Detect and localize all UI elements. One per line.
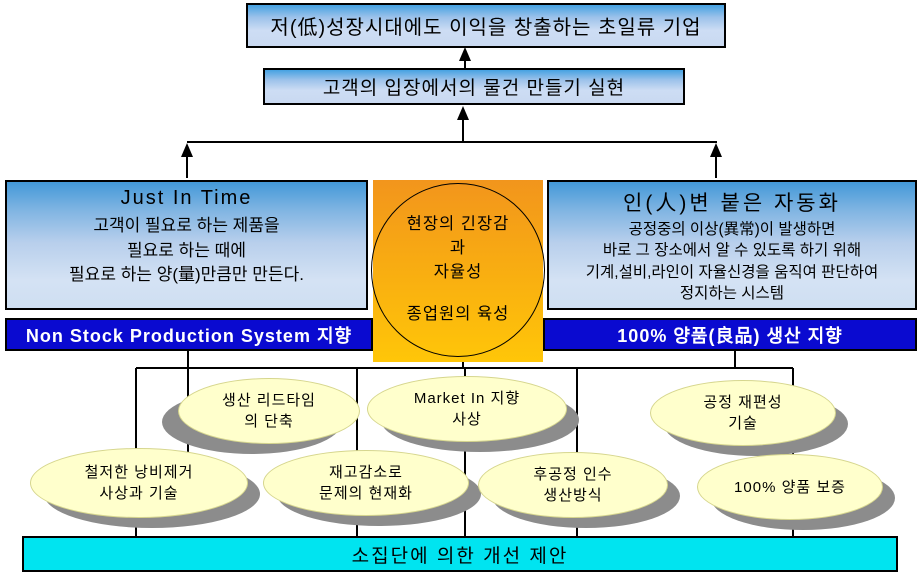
- arrow-jidoka-up: [710, 143, 722, 178]
- non-stock-bar: Non Stock Production System 지향: [5, 318, 373, 351]
- ellipse-text: 문제의 현재화: [319, 485, 413, 502]
- jit-panel: Just In Time 고객이 필요로 하는 제품을 필요로 하는 때에 필요…: [5, 180, 368, 310]
- jit-body-line: 필요로 하는 양(量)만큼만 만든다.: [69, 265, 304, 285]
- jit-body-line: 고객이 필요로 하는 제품을: [93, 216, 280, 235]
- ellipse-lead-time: 생산 리드타임 의 단축: [162, 378, 360, 454]
- circle-line: 종업원의 육성: [406, 304, 510, 323]
- ellipse-text: 기술: [728, 415, 758, 432]
- ellipse-waste-elimination: 철저한 낭비제거 사상과 기술: [30, 448, 260, 528]
- goal-box: 고객의 입장에서의 물건 만들기 실현: [263, 68, 685, 105]
- jidoka-body-line: 공정중의 이상(異常)이 발생하면: [628, 221, 836, 238]
- jidoka-body-line: 바로 그 장소에서 알 수 있도록 하기 위해: [602, 242, 862, 260]
- ellipse-text: 철저한 낭비제거: [84, 464, 194, 481]
- ellipse-text: 100% 양품 보증: [734, 478, 846, 496]
- ellipse-text: 사상과 기술: [99, 485, 179, 502]
- ellipse-text: Market In 지향: [413, 390, 521, 407]
- jit-title: Just In Time: [120, 187, 253, 209]
- kaizen-proposal-bar-text: 소집단에 의한 개선 제안: [351, 545, 569, 567]
- ellipse-market-in: Market In 지향 사상: [367, 376, 579, 452]
- quality-goal-bar: 100% 양품(良品) 생산 지향: [543, 318, 917, 351]
- jit-body-line: 필요로 하는 때에: [127, 240, 246, 260]
- arrow-goal-to-vision: [459, 47, 471, 68]
- jit-body: 고객이 필요로 하는 제품을 필요로 하는 때에 필요로 하는 양(量)만큼만 …: [69, 214, 304, 288]
- goal-box-text: 고객의 입장에서의 물건 만들기 실현: [322, 78, 626, 99]
- arrow-jit-up: [181, 143, 193, 178]
- ellipse-text: 재고감소로: [328, 464, 403, 481]
- kaizen-proposal-bar: 소집단에 의한 개선 제안: [22, 536, 898, 572]
- quality-goal-bar-text: 100% 양품(良品) 생산 지향: [617, 325, 843, 346]
- ellipse-process-reorg: 공정 재편성 기술: [650, 380, 848, 456]
- center-circle: 현장의 긴장감 과 자율성 종업원의 육성: [371, 183, 545, 357]
- jidoka-body: 공정중의 이상(異常)이 발생하면 바로 그 장소에서 알 수 있도록 하기 위…: [586, 219, 878, 305]
- jidoka-title: 인(人)변 붙은 자동화: [623, 192, 841, 215]
- ellipse-pull-production: 후공정 인수 생산방식: [478, 452, 680, 528]
- ellipse-inventory-reduction: 재고감소로 문제의 현재화: [263, 450, 481, 526]
- circle-line: 자율성: [433, 263, 483, 281]
- circle-line: 현장의 긴장감: [406, 215, 510, 234]
- ellipse-text: 생산방식: [543, 487, 603, 504]
- ellipse-text: 의 단축: [244, 413, 294, 430]
- ellipse-text: 사상: [452, 411, 482, 428]
- circle-line: 과: [449, 239, 467, 258]
- ellipse-text: 후공정 인수: [533, 466, 613, 483]
- jidoka-body-line: 기계,설비,라인이 자율신경을 움직여 판단하여: [585, 263, 879, 281]
- jidoka-body-line: 정지하는 시스템: [679, 285, 785, 303]
- arrow-crossbar-to-goal: [457, 106, 469, 142]
- vision-box: 저(低)성장시대에도 이익을 창출하는 초일류 기업: [246, 3, 726, 48]
- ellipse-text: 생산 리드타임: [222, 392, 316, 409]
- jidoka-panel: 인(人)변 붙은 자동화 공정중의 이상(異常)이 발생하면 바로 그 장소에서…: [547, 180, 917, 310]
- ellipse-text: 공정 재편성: [703, 394, 783, 411]
- vision-box-text: 저(低)성장시대에도 이익을 창출하는 초일류 기업: [270, 17, 702, 39]
- non-stock-bar-text: Non Stock Production System 지향: [25, 325, 353, 346]
- ellipse-quality-assurance: 100% 양품 보증: [697, 454, 895, 530]
